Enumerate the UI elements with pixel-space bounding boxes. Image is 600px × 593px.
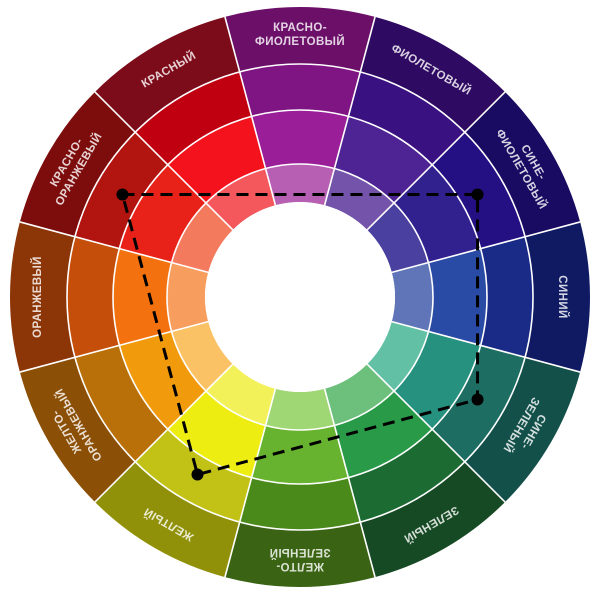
segment-blue-green-ring-1 xyxy=(464,357,581,503)
segment-yellow-green-ring-4 xyxy=(265,388,335,430)
segment-green-ring-3 xyxy=(334,391,433,478)
spoke-9 xyxy=(94,363,234,503)
spoke-7 xyxy=(323,388,376,578)
spoke-6 xyxy=(366,363,506,503)
segment-blue-violet-ring-1 xyxy=(464,91,581,237)
segment-blue-ring-3 xyxy=(428,248,487,346)
segment-yellow-green-ring-2 xyxy=(239,477,361,530)
spoke-2 xyxy=(323,16,376,206)
label-red-violet: ФИОЛЕТОВЫЙ xyxy=(255,35,345,48)
segment-red-ring-3 xyxy=(167,116,266,203)
segment-green-ring-4 xyxy=(324,364,395,426)
spoke-4 xyxy=(391,221,581,274)
segment-red-ring-1 xyxy=(94,16,240,133)
segment-yellow-ring-3 xyxy=(167,391,266,478)
label-red-violet: КРАСНО- xyxy=(273,22,327,34)
spoke-1 xyxy=(224,16,277,206)
segment-yellow-orange-ring-1 xyxy=(19,357,136,503)
segment-red-ring-2 xyxy=(135,71,252,165)
color-wheel-segments xyxy=(10,7,590,587)
segment-yellow-ring-4 xyxy=(205,364,276,426)
segment-blue-violet-ring-3 xyxy=(394,164,481,263)
spoke-5 xyxy=(391,320,581,373)
segment-violet-ring-1 xyxy=(360,16,506,133)
segment-blue-green-ring-3 xyxy=(394,331,481,430)
segment-yellow-green-ring-3 xyxy=(251,425,349,484)
wheel-center xyxy=(205,202,395,392)
spoke-12 xyxy=(94,91,234,231)
ring-dividers xyxy=(19,16,581,578)
segment-violet-ring-2 xyxy=(348,71,465,165)
segment-red-ring-4 xyxy=(205,168,276,230)
segment-blue-ring-2 xyxy=(480,236,533,358)
label-yellow-green: ЗЕЛЕНЫЙ xyxy=(269,546,330,559)
segment-blue-ring-4 xyxy=(391,262,433,332)
segment-orange-ring-1 xyxy=(10,221,75,373)
label-yellow-green: ЖЕЛТО- xyxy=(276,560,325,572)
segment-green-ring-1 xyxy=(360,461,506,578)
segment-violet-ring-4 xyxy=(324,168,395,230)
segment-blue-violet-ring-4 xyxy=(367,202,429,273)
segment-yellow-orange-ring-3 xyxy=(119,331,206,430)
segment-yellow-orange-ring-2 xyxy=(74,345,168,462)
label-orange: ОРАНЖЕВЫЙ xyxy=(31,256,44,338)
ring-boundary-3 xyxy=(166,163,434,431)
segment-red-violet-ring-2 xyxy=(239,64,361,117)
segment-blue-ring-1 xyxy=(525,221,590,373)
segment-red-violet-ring-3 xyxy=(251,110,349,169)
segment-red-violet-ring-1 xyxy=(224,7,376,72)
segment-red-violet-ring-4 xyxy=(265,164,335,206)
segment-green-ring-2 xyxy=(348,429,465,523)
segment-red-orange-ring-1 xyxy=(19,91,136,237)
segment-yellow-ring-1 xyxy=(94,461,240,578)
segment-red-orange-ring-3 xyxy=(119,164,206,263)
segment-orange-ring-2 xyxy=(67,236,120,358)
scheme-point-blue-green xyxy=(471,393,484,406)
spoke-10 xyxy=(19,320,209,373)
scheme-point-yellow xyxy=(191,468,204,481)
label-blue: СИНИЙ xyxy=(556,275,569,318)
segment-red-orange-ring-4 xyxy=(171,202,233,273)
segment-orange-ring-4 xyxy=(167,262,209,332)
spoke-8 xyxy=(224,388,277,578)
segment-yellow-green-ring-1 xyxy=(224,522,376,587)
segment-violet-ring-3 xyxy=(334,116,433,203)
tetradic-scheme-rectangle xyxy=(116,188,484,481)
ring-boundary-2 xyxy=(112,109,488,485)
segment-blue-green-ring-4 xyxy=(367,321,429,392)
spoke-3 xyxy=(366,91,506,231)
scheme-point-blue-violet xyxy=(471,188,484,201)
spoke-11 xyxy=(19,221,209,274)
scheme-point-red-orange xyxy=(116,188,129,201)
segment-yellow-orange-ring-4 xyxy=(171,321,233,392)
ring-boundary-1 xyxy=(66,63,534,531)
